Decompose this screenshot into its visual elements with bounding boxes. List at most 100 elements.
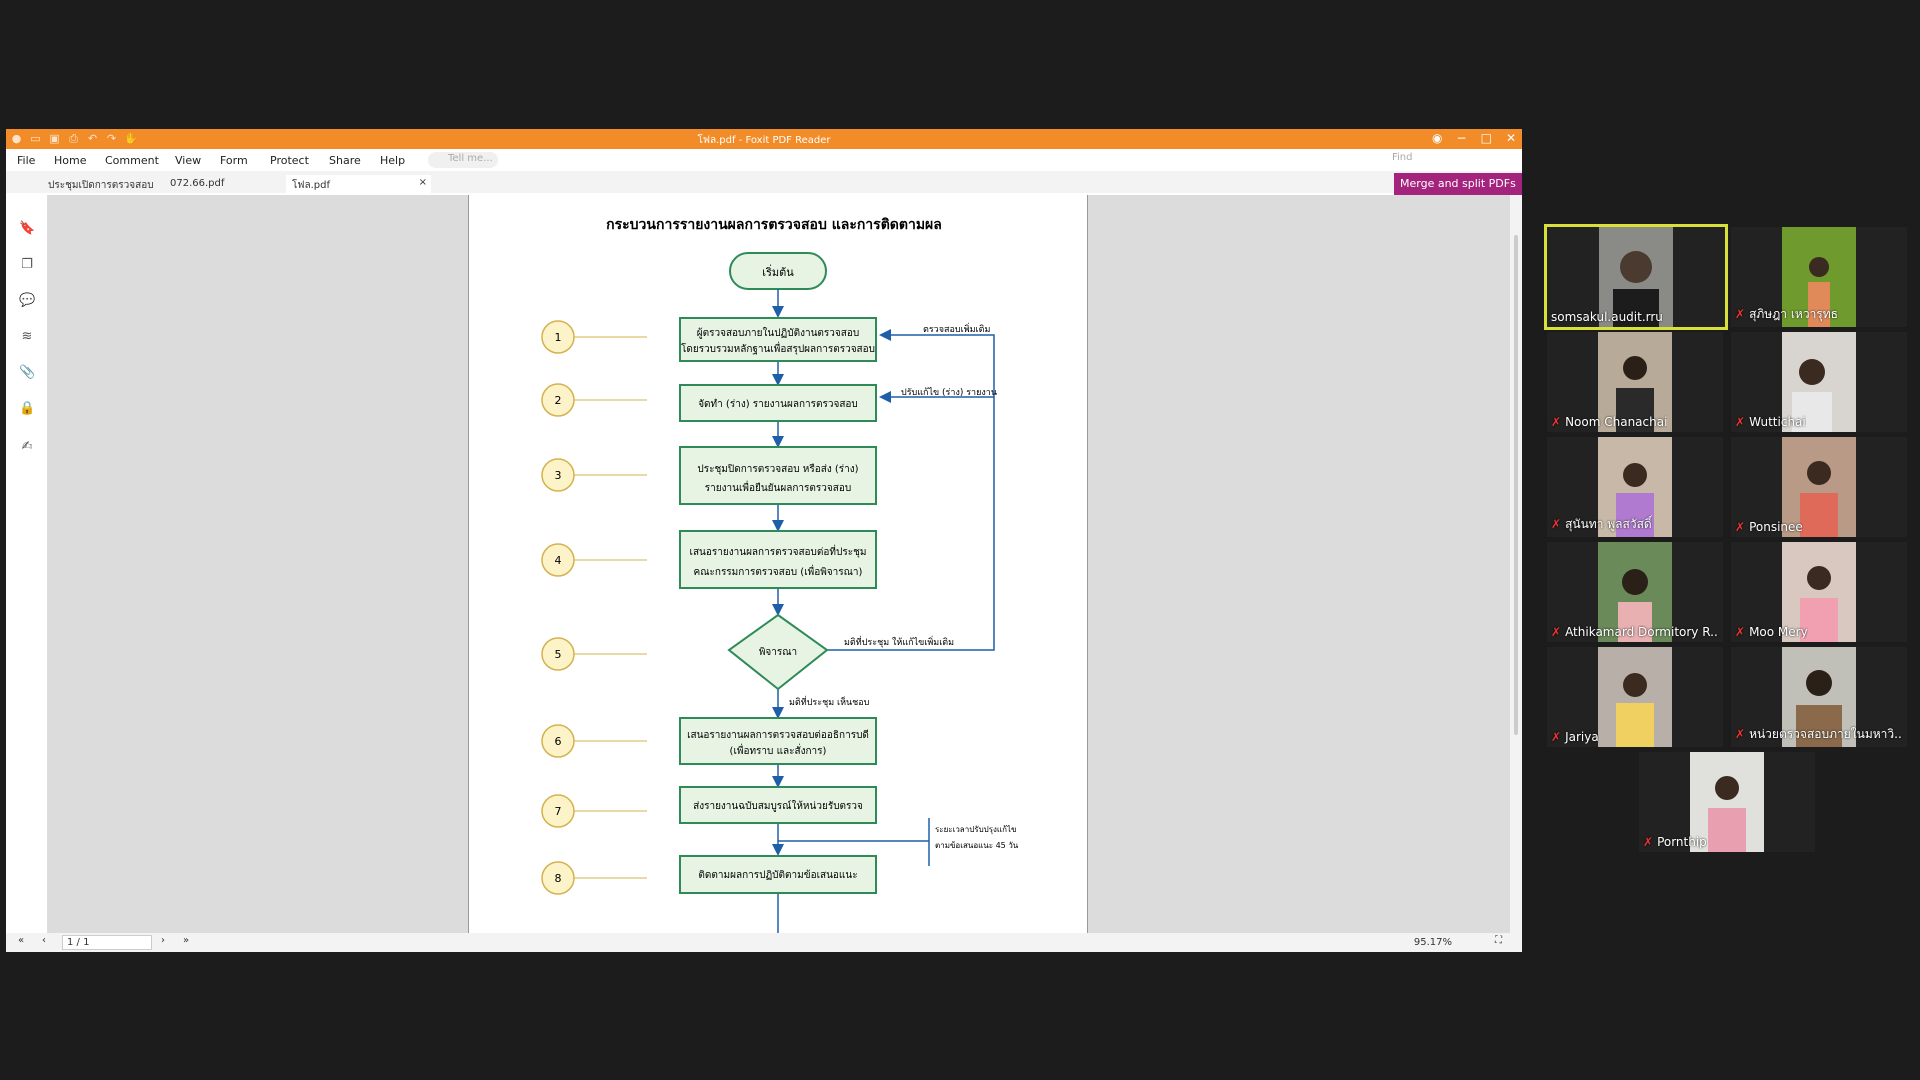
menu-share[interactable]: Share	[329, 154, 361, 167]
close-button[interactable]: ✕	[1505, 131, 1516, 145]
redo-icon[interactable]: ↷	[106, 132, 117, 145]
participant-tile[interactable]: ✗Noom Chanachai	[1547, 332, 1723, 432]
menu-home[interactable]: Home	[54, 154, 87, 167]
participant-tile[interactable]: ✗Jariya	[1547, 647, 1723, 747]
close-tab-icon[interactable]: ×	[418, 177, 427, 188]
pages-icon[interactable]: ❐	[21, 257, 33, 272]
participant-name: ✗สุนันทา พูลสวัสดิ์	[1551, 517, 1652, 531]
maximize-button[interactable]: □	[1480, 131, 1492, 145]
menu-help[interactable]: Help	[380, 154, 406, 167]
tab-meeting[interactable]: ประชุมเปิดการตรวจสอบ	[48, 180, 154, 191]
merge-split-button[interactable]: Merge and split PDFs	[1394, 173, 1522, 195]
participant-tile[interactable]: ✗Athikamard Dormitory R...	[1547, 542, 1723, 642]
participant-name: ✗Ponsinee	[1735, 520, 1803, 534]
box-4-line-b: คณะกรรมการตรวจสอบ (เพื่อพิจารณา)	[694, 564, 863, 578]
foxit-logo-icon: ●	[11, 132, 22, 145]
video-feed	[1598, 542, 1672, 642]
note-line-a: ระยะเวลาปรับปรุงแก้ไข	[935, 825, 1016, 834]
comments-icon[interactable]: 💬	[19, 293, 36, 308]
quick-access-toolbar: ● ▭ ▣ ⎙ ↶ ↷ ✋	[10, 132, 138, 145]
attachment-icon[interactable]: 📎	[19, 365, 36, 380]
participant-tile[interactable]: ✗สุภิษฎา เหวารุทธ	[1731, 227, 1907, 327]
video-feed	[1598, 437, 1672, 537]
participant-name: ✗Pornthip	[1643, 835, 1707, 849]
print-icon[interactable]: ⎙	[69, 132, 78, 145]
pdf-reader-window: ● ▭ ▣ ⎙ ↶ ↷ ✋ โฟล.pdf - Foxit PDF Reader…	[6, 129, 1522, 952]
account-icon[interactable]: ◉	[1432, 131, 1443, 145]
fullscreen-icon[interactable]: ⛶	[1495, 935, 1502, 946]
undo-icon[interactable]: ↶	[87, 132, 98, 145]
step-circle	[541, 794, 575, 828]
participant-tile[interactable]: ✗Ponsinee	[1731, 437, 1907, 537]
box-6-line-b: (เพื่อทราบ และสั่งการ)	[730, 743, 827, 757]
layers-icon[interactable]: ≋	[21, 329, 33, 344]
document-tabs: ประชุมเปิดการตรวจสอบ 072.66.pdf โฟล.pdf …	[6, 171, 1522, 195]
scroll-thumb[interactable]	[1514, 235, 1518, 735]
page-number-input[interactable]: 1 / 1	[62, 935, 152, 950]
process-boxes	[679, 317, 877, 894]
find-input[interactable]: Find	[1392, 152, 1413, 163]
step-circle	[541, 724, 575, 758]
last-page-icon[interactable]: »	[183, 935, 190, 946]
security-icon[interactable]: 🔒	[19, 401, 36, 416]
title-bar: ● ▭ ▣ ⎙ ↶ ↷ ✋ โฟล.pdf - Foxit PDF Reader…	[6, 129, 1522, 149]
signature-icon[interactable]: ✍	[21, 439, 33, 454]
box-1	[679, 317, 877, 362]
document-viewport[interactable]: กระบวนการรายงานผลการตรวจสอบ และการติดตาม…	[48, 195, 1510, 933]
participant-tile[interactable]: ✗Pornthip	[1639, 752, 1815, 852]
step-circles	[541, 320, 575, 895]
note-line-b: ตามข้อเสนอแนะ 45 วัน	[935, 841, 1019, 850]
tell-me-input[interactable]: Tell me...	[428, 152, 498, 168]
box-8-label: ติดตามผลการปฏิบัติตามข้อเสนอแนะ	[698, 869, 857, 881]
first-page-icon[interactable]: «	[18, 935, 25, 946]
menu-form[interactable]: Form	[220, 154, 248, 167]
participant-tile[interactable]: ✗Wuttichai	[1731, 332, 1907, 432]
step-number: 7	[555, 805, 562, 818]
zoom-level[interactable]: 95.17%	[1413, 937, 1452, 948]
minimize-button[interactable]: −	[1456, 131, 1467, 145]
menu-comment[interactable]: Comment	[105, 154, 159, 167]
decision-label-approve: มติที่ประชุม เห็นชอบ	[789, 695, 870, 708]
participant-name: ✗หน่วยตรวจสอบภายในมหาวิ...	[1735, 727, 1903, 741]
box-6-line-a: เสนอรายงานผลการตรวจสอบต่ออธิการบดี	[687, 729, 869, 741]
muted-mic-icon: ✗	[1551, 415, 1562, 429]
muted-mic-icon: ✗	[1735, 727, 1746, 741]
step-number: 1	[555, 331, 562, 344]
save-icon[interactable]: ▣	[49, 132, 60, 145]
participant-tile[interactable]: ✗Moo Mery	[1731, 542, 1907, 642]
box-7-label: ส่งรายงานฉบับสมบูรณ์ให้หน่วยรับตรวจ	[693, 800, 863, 812]
box-3-line-a: ประชุมปิดการตรวจสอบ หรือส่ง (ร่าง)	[697, 463, 858, 475]
muted-mic-icon: ✗	[1643, 835, 1654, 849]
step-number: 4	[555, 554, 562, 567]
muted-mic-icon: ✗	[1551, 625, 1562, 639]
navigation-panel: 🔖 ❐ 💬 ≋ 📎 🔒 ✍	[6, 195, 48, 933]
tab-072[interactable]: 072.66.pdf	[170, 178, 225, 189]
flowchart: กระบวนการรายงานผลการตรวจสอบ และการติดตาม…	[541, 217, 1019, 933]
vertical-scrollbar[interactable]	[1510, 195, 1522, 933]
box-4	[679, 530, 877, 589]
participant-tile[interactable]: ✗หน่วยตรวจสอบภายในมหาวิ...	[1731, 647, 1907, 747]
video-feed	[1782, 542, 1856, 642]
muted-mic-icon: ✗	[1551, 730, 1562, 744]
participant-tile[interactable]: somsakul.audit.rru	[1544, 224, 1728, 330]
next-page-icon[interactable]: ›	[161, 935, 165, 946]
participant-tile[interactable]: ✗สุนันทา พูลสวัสดิ์	[1547, 437, 1723, 537]
video-feed	[1598, 332, 1672, 432]
bookmark-icon[interactable]: 🔖	[19, 221, 36, 236]
open-icon[interactable]: ▭	[30, 132, 41, 145]
menu-protect[interactable]: Protect	[270, 154, 309, 167]
muted-mic-icon: ✗	[1735, 415, 1746, 429]
decision-diamond	[727, 613, 829, 691]
tab-flow[interactable]: โฟล.pdf ×	[286, 175, 431, 193]
prev-page-icon[interactable]: ‹	[42, 935, 46, 946]
menu-bar: File Home Comment View Form Protect Shar…	[6, 149, 1522, 171]
video-feed	[1599, 227, 1673, 327]
menu-file[interactable]: File	[17, 154, 36, 167]
participant-name: ✗Noom Chanachai	[1551, 415, 1668, 429]
tab-flow-label: โฟล.pdf	[292, 180, 330, 191]
step-number: 3	[555, 469, 562, 482]
menu-view[interactable]: View	[175, 154, 202, 167]
diamond-label: พิจารณา	[759, 647, 797, 658]
video-feed	[1782, 437, 1856, 537]
hand-tool-icon[interactable]: ✋	[124, 132, 138, 145]
